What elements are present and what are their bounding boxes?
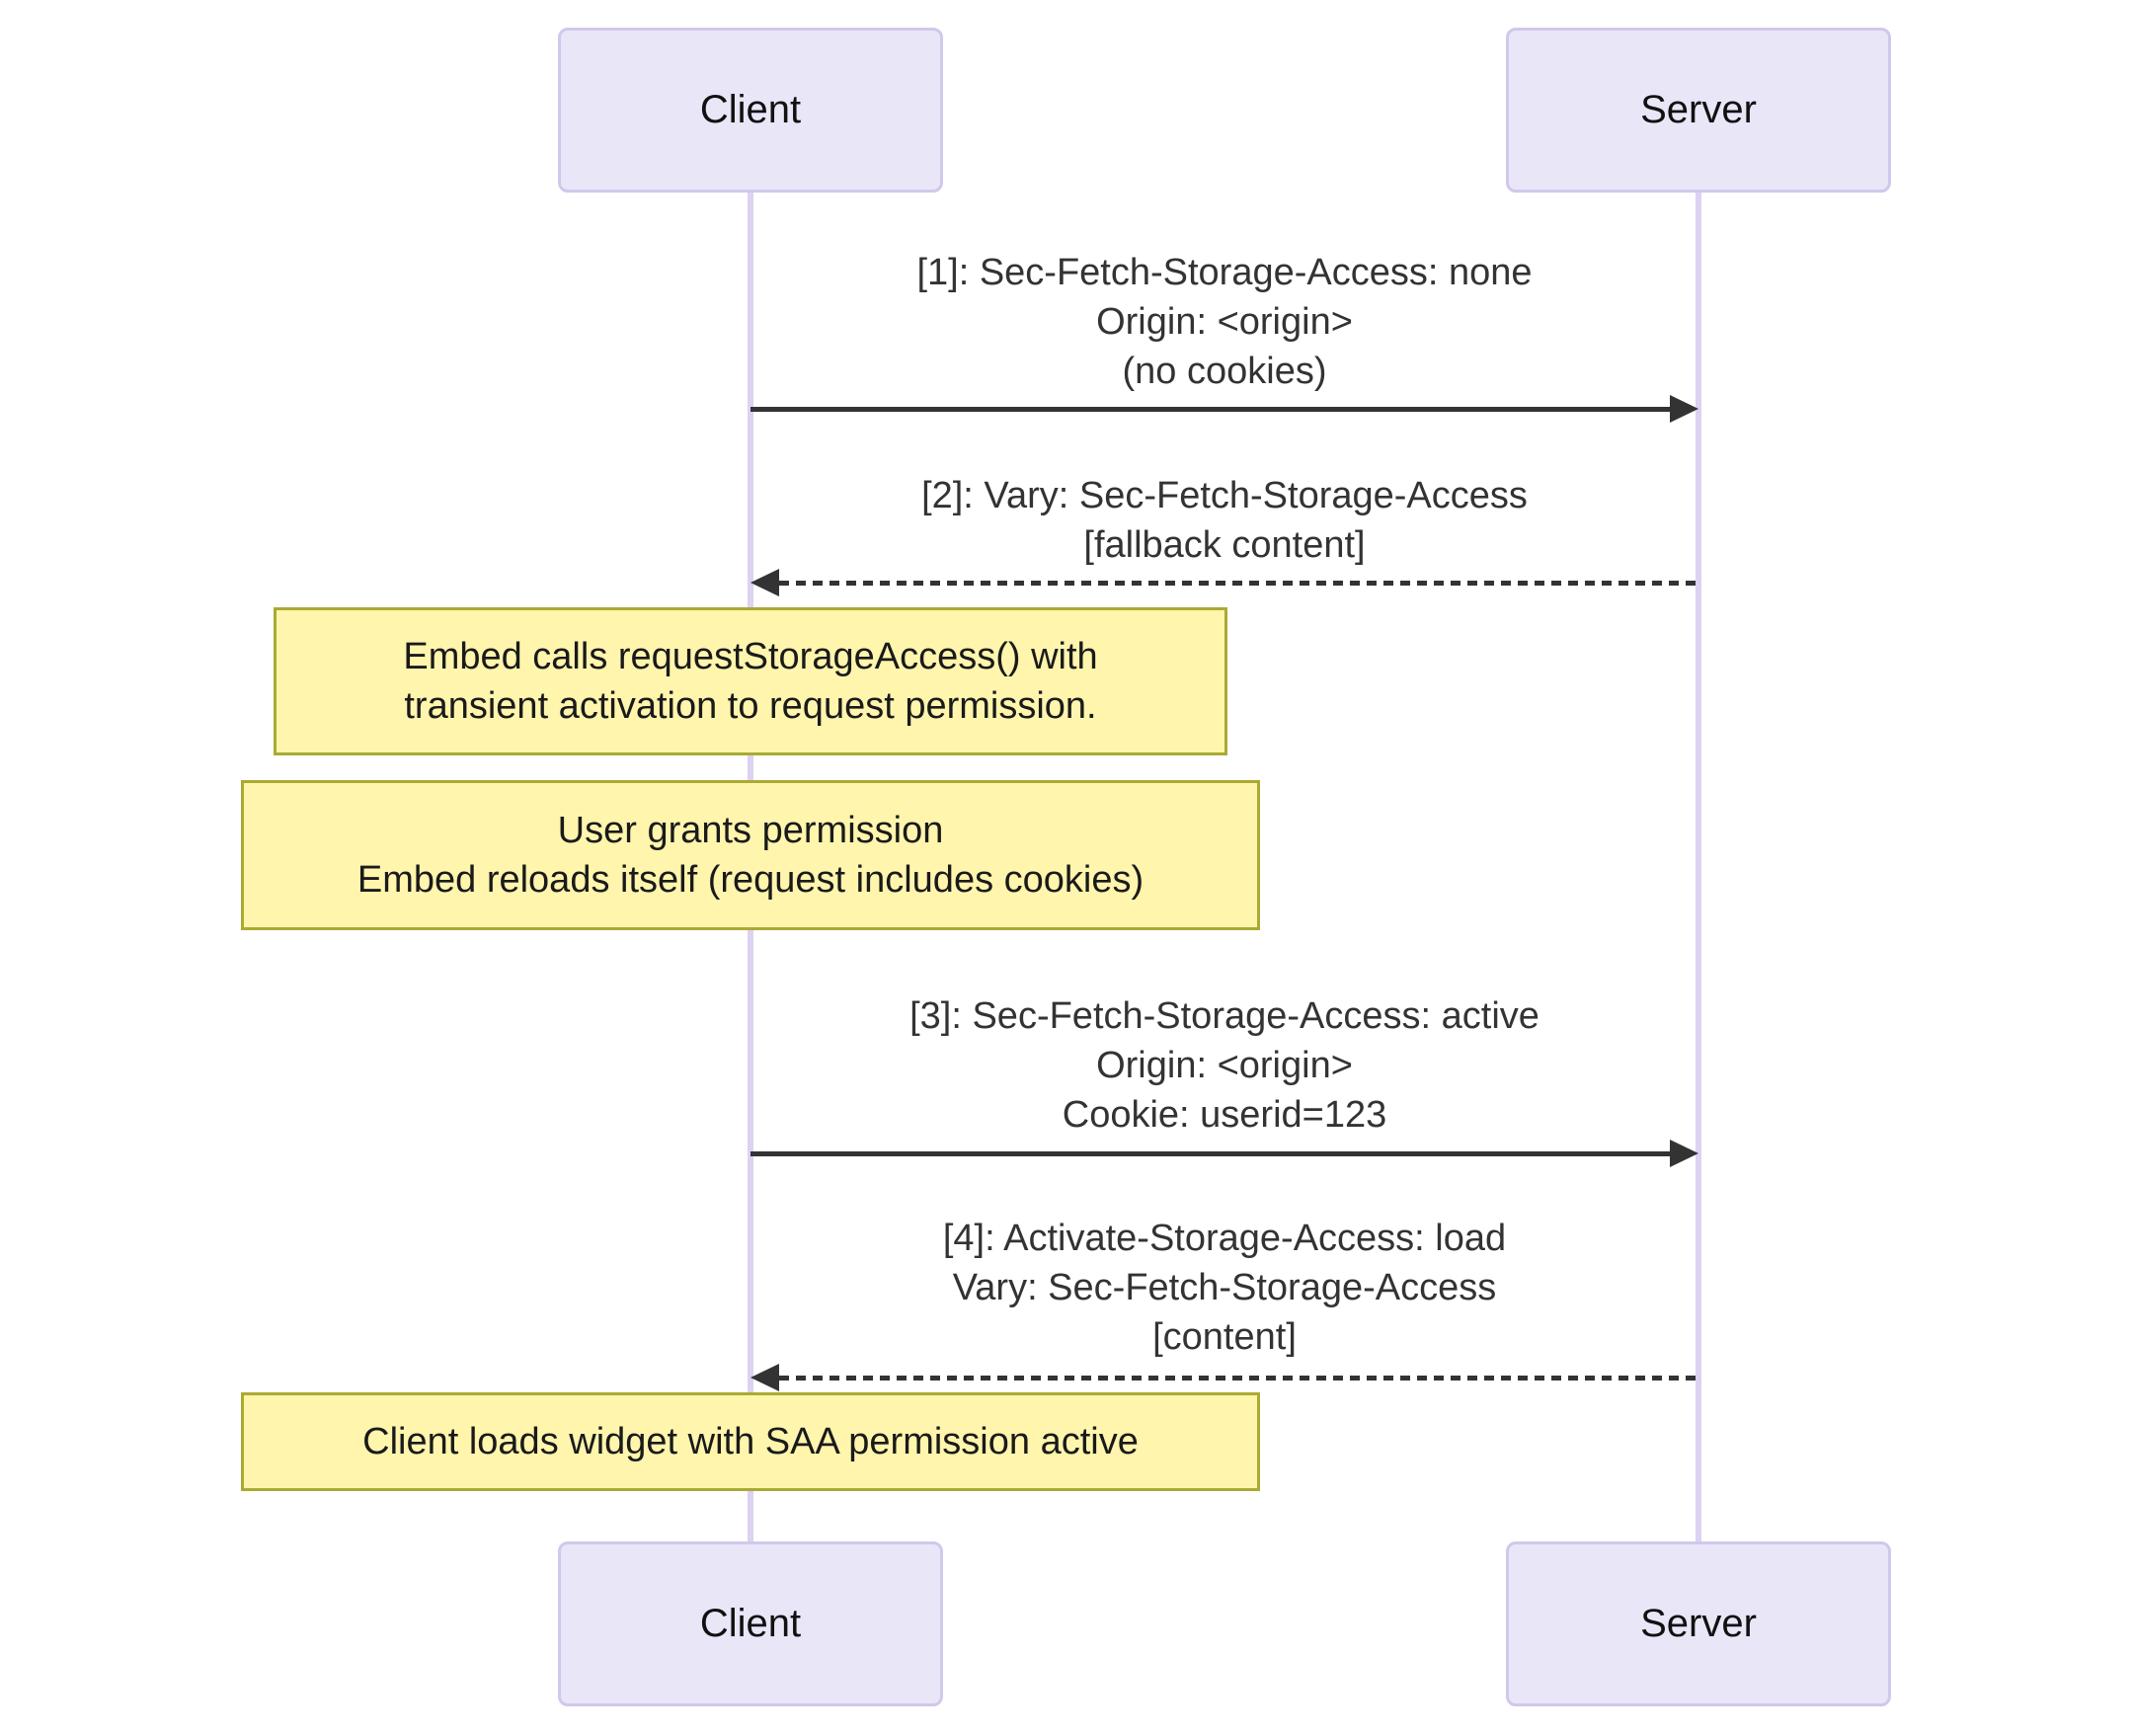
message-4-line-1: [4]: Activate-Storage-Access: load [942,1218,1507,1259]
actor-box-server-bottom: Server [1506,1541,1891,1706]
message-3-line-2: Origin: <origin> [1096,1045,1353,1086]
message-2-line-2: [fallback content] [1083,524,1366,566]
note-user-grants-permission: User grants permission Embed reloads its… [241,780,1260,930]
message-4-text: [4]: Activate-Storage-Access: load Vary:… [681,1214,1768,1362]
message-3-line-3: Cookie: userid=123 [1062,1094,1387,1136]
message-2-arrow-line [779,581,1697,586]
message-3-arrow-line [750,1151,1670,1156]
message-4-arrowhead [750,1364,779,1391]
actor-box-client-bottom: Client [558,1541,943,1706]
note-client-loads-widget: Client loads widget with SAA permission … [241,1392,1260,1491]
message-1-arrow-line [750,407,1670,412]
message-4-line-3: [content] [1152,1316,1297,1358]
message-1-arrowhead [1670,395,1698,423]
message-4-arrow-line [779,1376,1697,1381]
message-1-line-2: Origin: <origin> [1096,301,1353,343]
lifeline-server [1696,193,1701,1541]
message-2-arrowhead [750,569,779,596]
message-2-line-1: [2]: Vary: Sec-Fetch-Storage-Access [921,475,1528,516]
note-2-line-1: User grants permission [557,810,944,851]
message-3-arrowhead [1670,1140,1698,1167]
message-1-text: [1]: Sec-Fetch-Storage-Access: none Orig… [681,248,1768,396]
note-1-line-2: transient activation to request permissi… [404,685,1097,727]
message-2-text: [2]: Vary: Sec-Fetch-Storage-Access [fal… [681,471,1768,570]
note-3-line-1: Client loads widget with SAA permission … [362,1421,1139,1462]
message-4-line-2: Vary: Sec-Fetch-Storage-Access [952,1267,1497,1308]
actor-box-client-top: Client [558,28,943,193]
actor-label-client-bottom: Client [699,1602,802,1645]
note-request-storage-access: Embed calls requestStorageAccess() with … [274,607,1227,755]
message-1-line-1: [1]: Sec-Fetch-Storage-Access: none [916,252,1533,293]
message-3-text: [3]: Sec-Fetch-Storage-Access: active Or… [681,991,1768,1140]
actor-box-server-top: Server [1506,28,1891,193]
actor-label-server-bottom: Server [1640,1602,1757,1645]
note-2-line-2: Embed reloads itself (request includes c… [356,859,1144,901]
note-1-line-1: Embed calls requestStorageAccess() with [403,636,1098,677]
message-3-line-1: [3]: Sec-Fetch-Storage-Access: active [909,995,1539,1037]
message-1-line-3: (no cookies) [1122,351,1327,392]
actor-label-server-top: Server [1640,88,1757,131]
actor-label-client-top: Client [699,88,802,131]
